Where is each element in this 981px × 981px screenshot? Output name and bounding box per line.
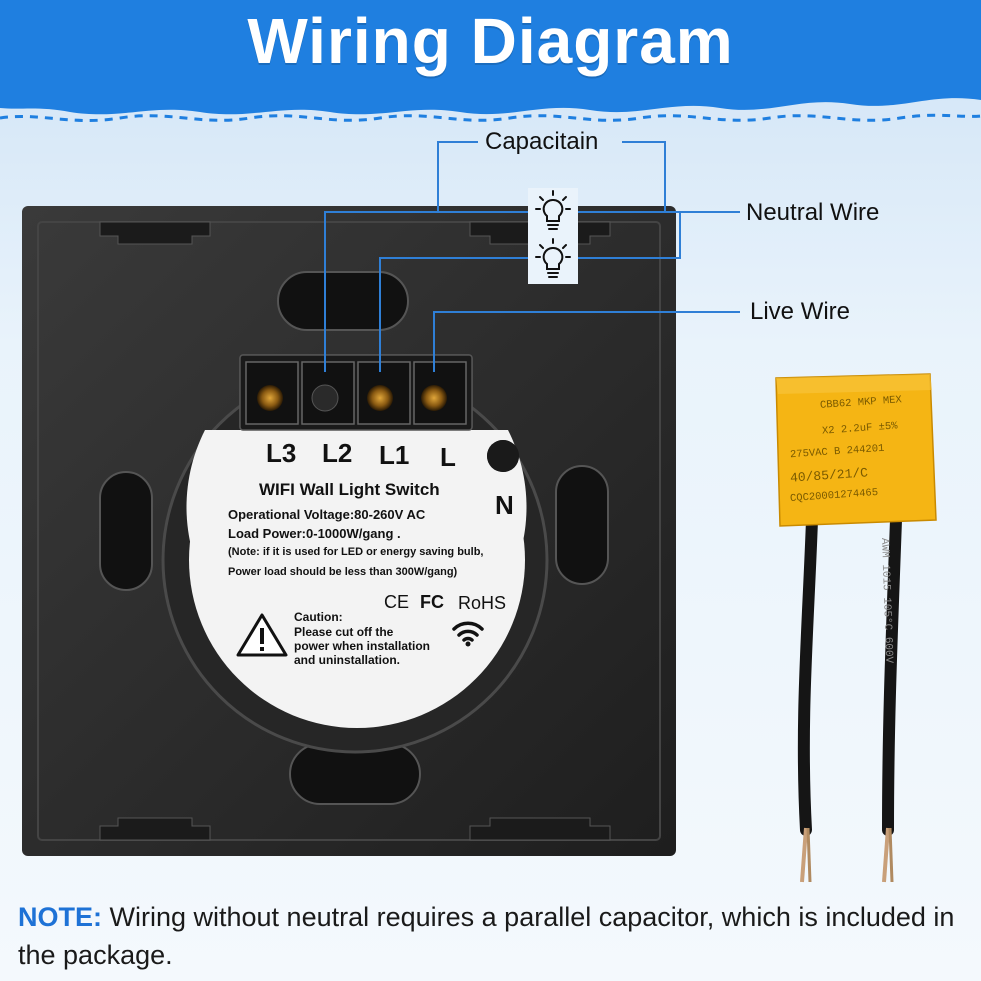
live-wire-line [433,311,740,372]
header-wave [0,0,981,123]
capacitor-component: AWM 1015 105°C 600V [775,373,937,883]
terminal-label-l: L [440,442,456,472]
capacitor-line-right [622,141,666,212]
l1-wire [379,257,528,372]
header-banner: Wiring Diagram [0,0,981,140]
note-text: Wiring without neutral requires a parall… [18,902,955,970]
sticker-voltage: Operational Voltage:80-260V AC [228,507,426,522]
rohs-mark: RoHS [458,593,507,613]
capacitor-label: Capacitain [485,128,599,155]
fc-mark: FC [420,592,444,612]
live-wire-label: Live Wire [750,298,851,325]
neutral-join-line [578,212,681,259]
sticker-load: Load Power:0-1000W/gang . [228,526,401,541]
sticker-note-line2: Power load should be less than 300W/gang… [228,566,458,578]
terminal-label-l1: L1 [379,440,410,470]
note-heading: NOTE: [18,902,102,932]
wifi-icon [452,621,484,647]
caution-line2: power when installation [294,639,431,653]
bulb-icon [528,236,578,284]
caution-line3: and uninstallation. [294,653,401,667]
terminal-label-l3: L3 [266,438,297,468]
sticker-product-name: WIFI Wall Light Switch [259,480,440,499]
caution-line1: Please cut off the [294,625,394,639]
bulb-icon [528,188,578,236]
sticker-note-line1: (Note: if it is used for LED or energy s… [228,546,484,558]
l2-wire [324,211,528,372]
ce-mark: CE [384,592,410,612]
neutral-wire-label: Neutral Wire [746,199,880,226]
footer-note: NOTE: Wiring without neutral requires a … [18,898,968,974]
page-title: Wiring Diagram [247,5,734,77]
capacitor-line-left [437,141,478,212]
caution-title: Caution: [294,610,343,624]
capacitor-wire-print: AWM 1015 105°C 600V [878,538,894,664]
warning-icon [236,613,288,657]
terminal-label-n: N [495,490,514,520]
terminal-label-l2: L2 [322,438,353,468]
